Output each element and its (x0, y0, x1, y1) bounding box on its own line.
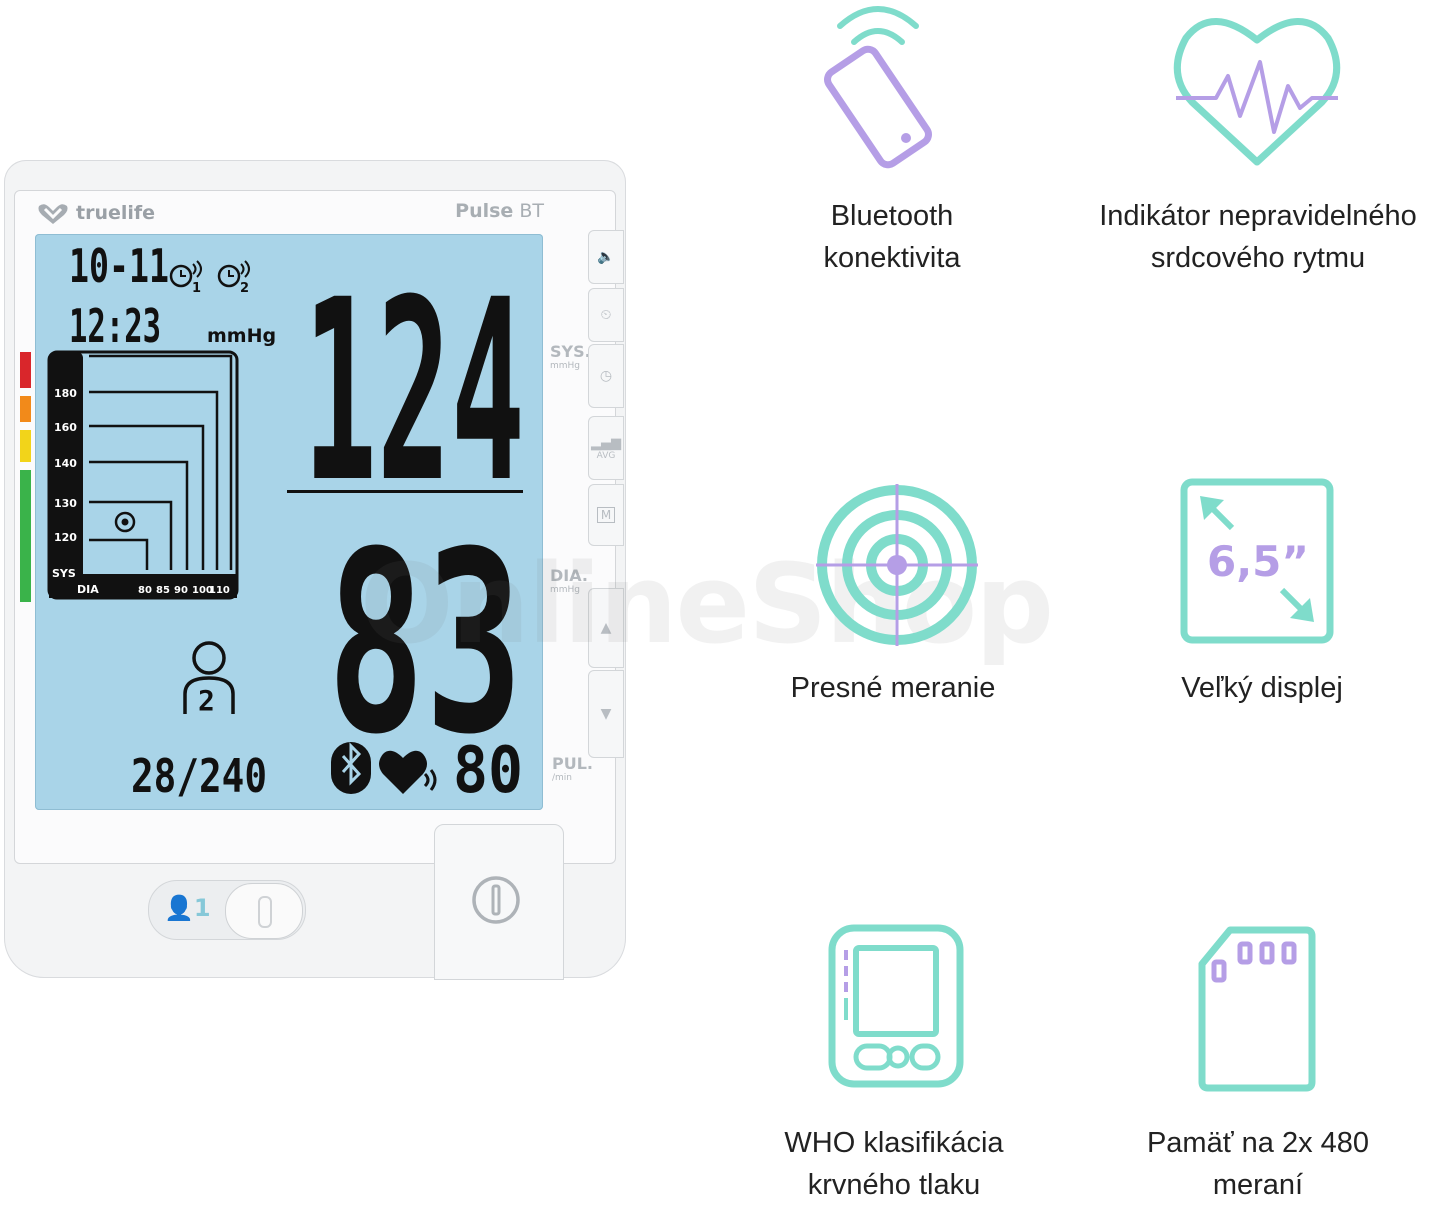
alarm-icon: ⏲ (600, 307, 612, 323)
truelife-logo-icon (38, 204, 68, 224)
person-icon: 👤 (164, 894, 194, 922)
lcd-content: 10-11 12:23 1 2 mmHg 180 160 140 (47, 239, 525, 808)
feature-label-display: Veľký displej (1181, 672, 1343, 704)
clock-button[interactable]: ◷ (588, 344, 624, 408)
user-number: 2 (198, 684, 215, 717)
up-button[interactable]: ▲ (588, 588, 624, 668)
heart-rhythm-icon (1173, 18, 1341, 166)
speaker-icon: 🔈 (597, 249, 615, 265)
feature-label-precision: Presné meranie (790, 672, 996, 704)
systolic-value: 124 (303, 246, 525, 537)
reading-divider (287, 490, 523, 493)
indicator-green (20, 470, 31, 602)
power-icon (472, 876, 520, 924)
memory-icon: M (596, 507, 616, 523)
diastolic-value: 83 (327, 498, 523, 789)
average-button[interactable]: ▂▄▆ AVG (588, 416, 624, 480)
feature-label-bluetooth: Bluetooth konektivita (823, 200, 961, 274)
memory-card-icon (1198, 926, 1316, 1092)
who-scale: 180 160 140 130 120 SYS DIA 80 85 90 100… (47, 350, 239, 600)
down-button[interactable]: ▼ (588, 670, 624, 758)
svg-text:90: 90 (174, 585, 188, 596)
memory-index: 28/240 (131, 749, 267, 803)
svg-text:110: 110 (209, 585, 230, 596)
device-classification-icon (828, 924, 964, 1088)
brand-name: truelife (76, 202, 156, 224)
lcd-time: 12:23 (69, 299, 161, 353)
feature-label-memory: Pamäť na 2x 480 meraní (1146, 1127, 1370, 1201)
svg-text:100: 100 (192, 585, 213, 596)
user-switch-knob[interactable] (225, 883, 303, 939)
svg-text:140: 140 (54, 457, 77, 470)
target-icon (816, 484, 978, 646)
smartphone-bluetooth-icon (824, 6, 932, 169)
svg-text:85: 85 (156, 585, 170, 596)
alarm-2-icon: 2 (217, 260, 250, 296)
alarm-button[interactable]: ⏲ (588, 288, 624, 342)
memory-button[interactable]: M (588, 484, 624, 546)
user-switch[interactable] (148, 880, 306, 940)
clock-icon: ◷ (599, 368, 613, 384)
unit-label: mmHg (207, 325, 276, 347)
indicator-yellow (20, 430, 31, 462)
svg-text:120: 120 (54, 531, 77, 544)
down-arrow-icon: ▼ (600, 706, 612, 722)
speaker-button[interactable]: 🔈 (588, 230, 624, 284)
model-name: Pulse BT (455, 200, 544, 222)
average-icon: ▂▄▆ (591, 435, 621, 451)
dia-label: DIA. mmHg (550, 566, 588, 595)
indicator-red (20, 352, 31, 388)
feature-label-who: WHO klasifikácia krvného tlaku (784, 1127, 1004, 1201)
lcd-display (35, 234, 543, 810)
svg-text:130: 130 (54, 497, 77, 510)
brand-logo: truelife (36, 198, 155, 228)
side-button-column: 🔈 ⏲ ◷ ▂▄▆ AVG M ▲ ▼ (588, 226, 624, 766)
bluetooth-icon (331, 742, 371, 794)
svg-text:160: 160 (54, 421, 77, 434)
lcd-date: 10-11 (69, 239, 169, 293)
indicator-orange (20, 396, 31, 422)
user-profile-icon: 2 (183, 641, 235, 717)
large-display-icon: 6,5” (1180, 478, 1334, 644)
svg-text:SYS: SYS (52, 567, 76, 580)
pul-label: PUL. /min (552, 754, 593, 783)
svg-text:2: 2 (240, 281, 249, 296)
svg-text:DIA: DIA (77, 583, 99, 596)
up-arrow-icon: ▲ (600, 620, 612, 636)
alarm-1-icon: 1 (169, 260, 202, 296)
user-switch-label: 👤1 (164, 894, 211, 922)
svg-text:80: 80 (138, 585, 152, 596)
svg-text:180: 180 (54, 387, 77, 400)
feature-label-heart: Indikátor nepravidelného srdcového rytmu (1099, 200, 1417, 274)
svg-text:1: 1 (192, 281, 201, 296)
sys-label: SYS. mmHg (550, 342, 591, 371)
irregular-heartbeat-icon (379, 750, 437, 794)
watermark: OnlineShop (360, 540, 1054, 668)
pulse-value: 80 (453, 734, 523, 808)
display-size-text: 6,5” (1207, 537, 1309, 586)
